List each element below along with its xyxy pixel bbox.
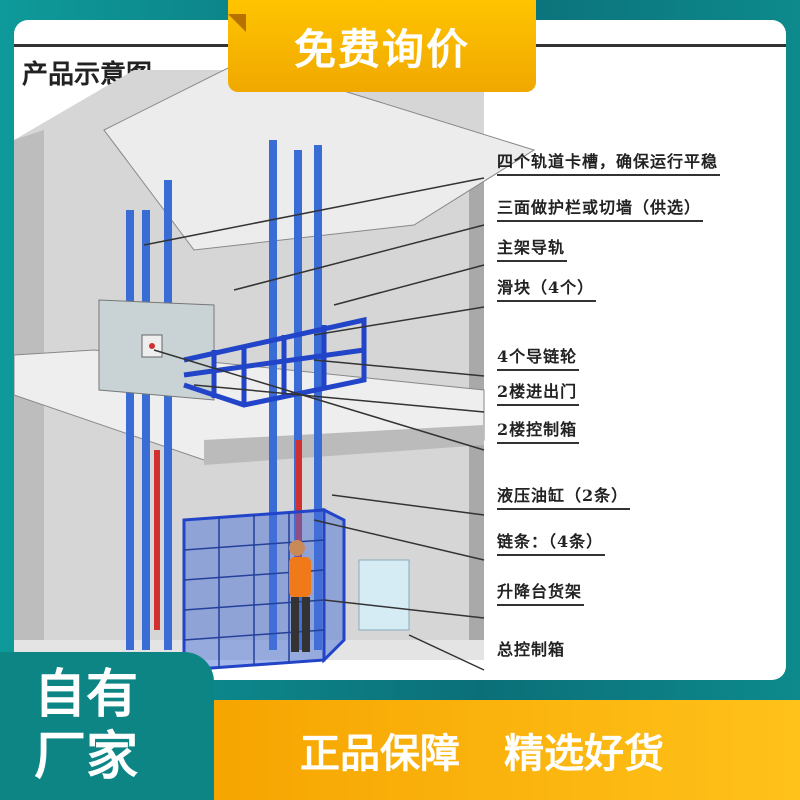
label-sprocket: 4个导链轮	[497, 343, 580, 371]
label-main-control: 总控制箱	[497, 640, 566, 659]
label-2f-control: 2楼控制箱	[497, 416, 580, 444]
own-factory-line1: 自有	[34, 665, 139, 725]
lift-diagram	[14, 59, 536, 672]
label-main-rail: 主架导轨	[497, 234, 568, 262]
main-control-box	[358, 559, 410, 631]
slogan-bar: 正品保障 精选好货	[200, 700, 800, 800]
lower-mesh	[183, 513, 325, 668]
hydraulic-cylinder	[296, 440, 302, 580]
free-quote-badge[interactable]: 免费询价	[228, 0, 536, 92]
label-guardrail: 三面做护栏或切墙（供选）	[497, 194, 704, 222]
label-chain: 链条：（4条）	[497, 528, 606, 556]
label-cylinder: 液压油缸（2条）	[497, 482, 631, 510]
rails	[126, 140, 322, 650]
own-factory-line2: 厂家	[34, 727, 139, 787]
upper-platform	[183, 316, 367, 408]
label-platform: 升降台货架	[497, 578, 585, 606]
worker-figure	[289, 540, 311, 652]
hydraulic-cylinder	[154, 450, 160, 630]
slogan-genuine: 正品保障	[300, 731, 460, 777]
label-2f-door: 2楼进出门	[497, 378, 580, 406]
diagram-card: 产品示意图:	[14, 20, 786, 680]
lower-platform	[182, 507, 346, 672]
label-rail-slots: 四个轨道卡槽，确保运行平稳	[497, 148, 721, 176]
own-factory-badge: 自有 厂家	[0, 652, 214, 800]
slogan-selected: 精选好货	[504, 731, 664, 777]
leader-lines	[143, 177, 485, 671]
label-slider: 滑块（4个）	[497, 274, 597, 302]
